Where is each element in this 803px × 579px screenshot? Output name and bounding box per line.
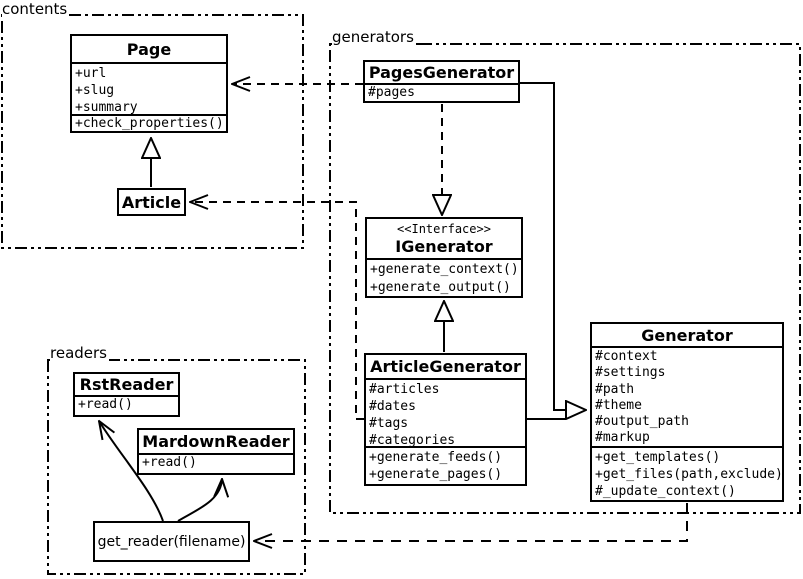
- member-line: +get_files(path,exclude): [595, 467, 782, 482]
- class-article: Article: [117, 188, 186, 216]
- member-line: #_update_context(): [595, 484, 736, 499]
- member-line: +url: [75, 66, 107, 81]
- member-line: +generate_context(): [370, 262, 519, 277]
- call-getreader-to-mardownreader: [177, 479, 222, 522]
- dependency-generator-to-getreader: [254, 503, 688, 541]
- inheritance-pagesgenerator-to-generator: [520, 82, 586, 410]
- class-rstreader-methods: +read(): [75, 397, 178, 415]
- class-igenerator-name: IGenerator: [395, 237, 493, 256]
- class-mardownreader-methods: +read(): [139, 455, 293, 473]
- class-mardownreader: MardownReader +read(): [137, 428, 295, 475]
- member-line: #markup: [595, 430, 650, 446]
- class-generator-attributes: #context#settings#path#theme#output_path…: [592, 348, 782, 446]
- function-get-reader-label: get_reader(filename): [97, 533, 246, 550]
- package-contents-border: [1, 14, 304, 249]
- member-line: +get_templates(): [595, 450, 721, 465]
- class-generator-methods: +get_templates() +get_files(path,exclude)…: [592, 446, 782, 500]
- member-line: #tags: [369, 416, 409, 431]
- member-line: #articles: [369, 382, 440, 397]
- function-get-reader: get_reader(filename): [93, 521, 250, 562]
- member-line: #path: [595, 381, 635, 397]
- member-line: +summary: [75, 100, 138, 114]
- class-articlegenerator: ArticleGenerator #articles #dates #tags #ca…: [364, 353, 527, 486]
- class-page-methods: +check_properties(): [72, 114, 226, 133]
- class-generator: Generator #context#settings#path#theme#o…: [590, 322, 784, 502]
- member-line: #dates: [369, 399, 416, 414]
- member-line: +read(): [78, 397, 133, 412]
- class-rstreader: RstReader +read(): [73, 372, 180, 417]
- class-pagesgenerator-name: PagesGenerator: [365, 62, 518, 85]
- class-page-name: Page: [72, 36, 226, 64]
- member-line: #context: [595, 349, 658, 364]
- class-pagesgenerator-attributes: #pages: [365, 85, 518, 101]
- class-igenerator: <<Interface>> IGenerator +generate_conte…: [365, 217, 523, 298]
- member-line: +generate_feeds(): [369, 450, 503, 465]
- class-generator-name: Generator: [592, 324, 782, 348]
- package-label-contents: contents: [2, 0, 70, 18]
- member-line: +generate_output(): [370, 280, 511, 295]
- package-label-readers: readers: [50, 344, 109, 362]
- member-line: +read(): [142, 455, 197, 470]
- class-mardownreader-name: MardownReader: [139, 430, 293, 455]
- class-igenerator-header: <<Interface>> IGenerator: [367, 219, 521, 258]
- dependency-articlegenerator-to-article: [190, 202, 364, 420]
- member-line: #output_path: [595, 414, 689, 430]
- package-readers-border: [47, 359, 306, 575]
- member-line: #theme: [595, 397, 642, 413]
- class-articlegenerator-attributes: #articles #dates #tags #categories: [366, 380, 525, 446]
- package-label-generators: generators: [332, 28, 416, 46]
- member-line: #pages: [368, 85, 415, 100]
- class-pagesgenerator: PagesGenerator #pages: [363, 60, 520, 103]
- member-line: #settings: [595, 365, 666, 381]
- class-page-attributes: +url +slug +summary: [72, 64, 226, 114]
- package-generators-border: [329, 43, 801, 514]
- class-articlegenerator-name: ArticleGenerator: [366, 355, 525, 380]
- class-rstreader-name: RstReader: [75, 374, 178, 397]
- class-igenerator-methods: +generate_context() +generate_output(): [367, 258, 521, 296]
- member-line: #categories: [369, 433, 456, 446]
- member-line: +slug: [75, 83, 115, 98]
- class-igenerator-stereotype: <<Interface>>: [397, 222, 491, 236]
- class-article-name: Article: [121, 192, 182, 212]
- class-articlegenerator-methods: +generate_feeds() +generate_pages(): [366, 446, 525, 484]
- class-page: Page +url +slug +summary +check_properties…: [70, 34, 228, 133]
- call-getreader-to-rstreader: [99, 421, 164, 522]
- member-line: +check_properties(): [75, 116, 224, 131]
- member-line: +generate_pages(): [369, 467, 503, 482]
